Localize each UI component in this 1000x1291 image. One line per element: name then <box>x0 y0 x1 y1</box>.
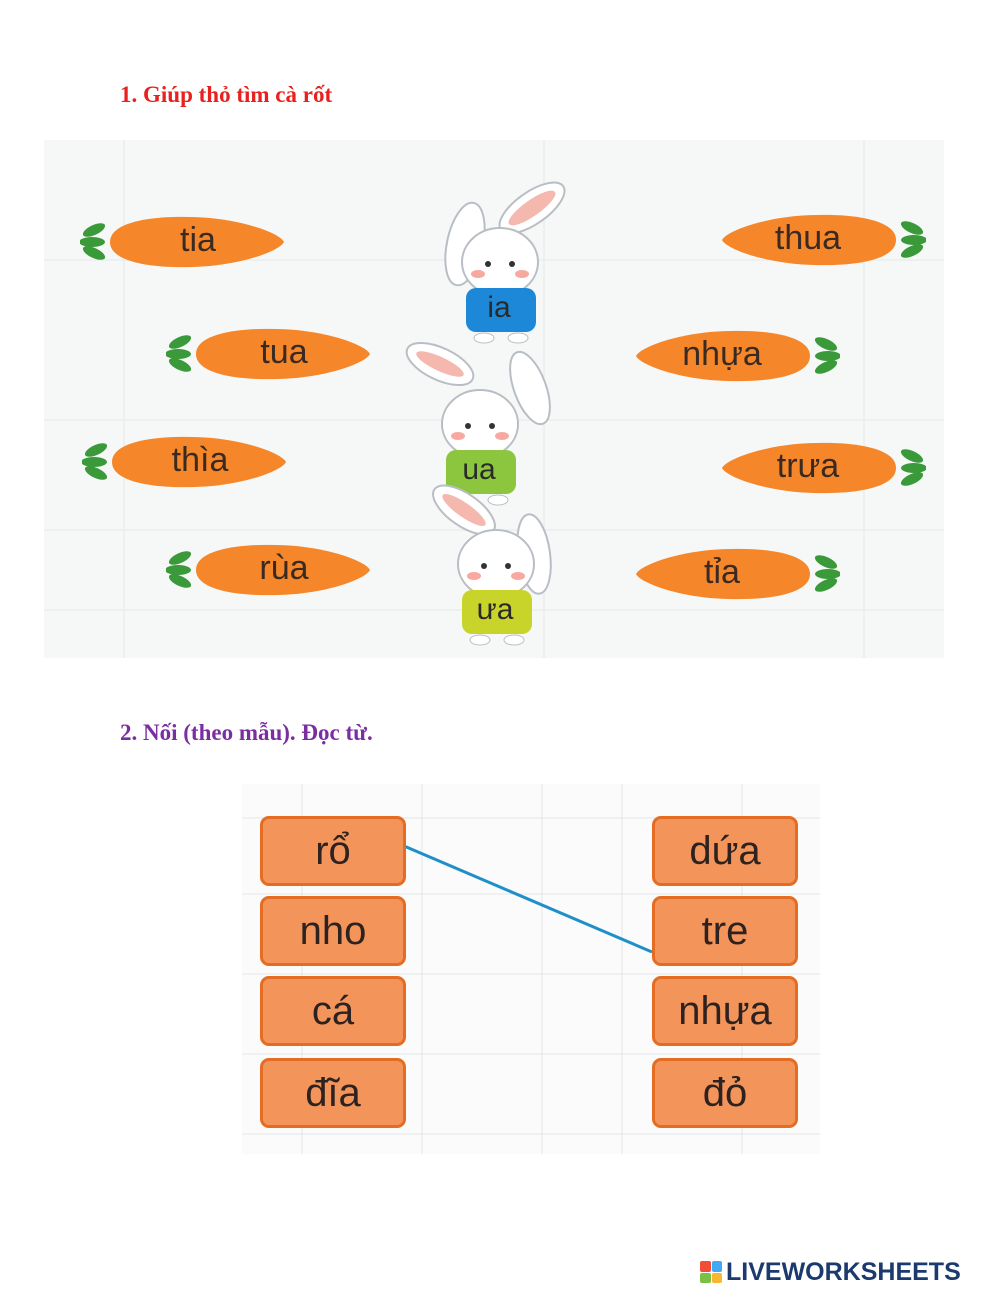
liveworksheets-logo-icon <box>700 1261 722 1283</box>
carrot-trua[interactable]: trưa <box>716 434 926 498</box>
left-word-box-nho[interactable]: nho <box>260 896 406 966</box>
bunny-icon <box>405 341 551 506</box>
bunny-ua-2[interactable]: ưa <box>416 476 576 646</box>
carrot-word: rùa <box>259 549 309 587</box>
carrot-word: tia <box>180 221 216 259</box>
bunny-shirt-label: ưa <box>476 593 514 626</box>
carrot-icon <box>722 442 926 494</box>
carrot-icon <box>636 548 840 600</box>
left-word-box-ro[interactable]: rổ <box>260 816 406 886</box>
carrot-word: thua <box>774 219 842 257</box>
carrot-icon <box>80 216 284 268</box>
carrot-word: tua <box>260 333 308 371</box>
carrot-bunny-picture: tia tua thìa rùa thua nhựa <box>44 140 944 658</box>
carrot-icon <box>636 330 840 382</box>
carrot-word: thìa <box>171 441 229 479</box>
carrot-nhua[interactable]: nhựa <box>630 322 840 386</box>
bunny-ia[interactable]: ia <box>420 174 580 344</box>
carrot-word: tỉa <box>704 553 740 591</box>
bunny-icon <box>432 484 552 646</box>
liveworksheets-brand: LIVEWORKSHEETS <box>700 1257 961 1287</box>
brand-name: LIVEWORKSHEETS <box>726 1257 961 1286</box>
carrot-icon <box>722 214 926 266</box>
right-word-box-nhua[interactable]: nhựa <box>652 976 798 1046</box>
carrot-icon <box>82 436 286 488</box>
carrot-tia[interactable]: tia <box>80 208 290 272</box>
exercise-1-title: 1. Giúp thỏ tìm cà rốt <box>120 82 333 107</box>
left-word-box-dia[interactable]: đĩa <box>260 1058 406 1128</box>
bunny-shirt-label: ua <box>462 453 496 486</box>
exercise-2-title: 2. Nối (theo mẫu). Đọc từ. <box>120 720 373 745</box>
carrot-tia-2[interactable]: tỉa <box>630 540 840 604</box>
bunny-shirt-label: ia <box>487 291 511 324</box>
bunny-ua[interactable]: ua <box>400 336 560 506</box>
right-word-box-tre[interactable]: tre <box>652 896 798 966</box>
carrot-rua[interactable]: rùa <box>166 536 376 600</box>
bunny-icon <box>444 181 566 344</box>
carrot-thia[interactable]: thìa <box>82 428 292 492</box>
word-matching-area: rổ nho cá đĩa dứa tre nhựa đỏ <box>242 784 820 1154</box>
carrot-icon <box>166 328 370 380</box>
carrot-icon <box>166 544 370 596</box>
carrot-word: nhựa <box>682 335 762 373</box>
carrot-thua[interactable]: thua <box>716 206 926 270</box>
carrot-word: trưa <box>776 447 840 485</box>
right-word-box-dua[interactable]: dứa <box>652 816 798 886</box>
left-word-box-ca[interactable]: cá <box>260 976 406 1046</box>
right-word-box-do[interactable]: đỏ <box>652 1058 798 1128</box>
carrot-tua[interactable]: tua <box>166 320 376 384</box>
